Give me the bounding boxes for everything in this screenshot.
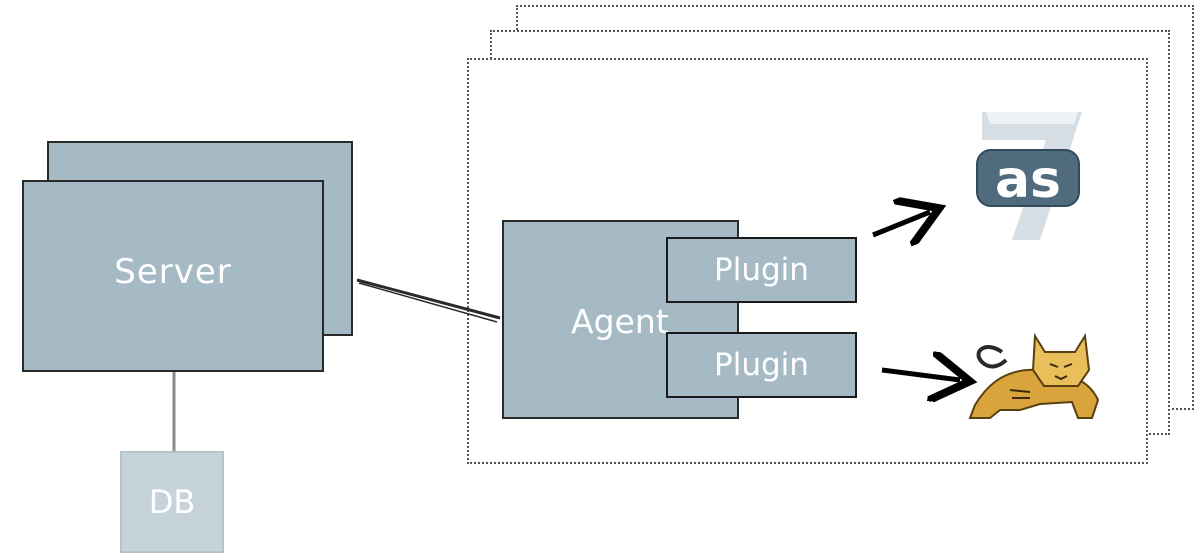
db-label: DB xyxy=(148,483,196,521)
db-box: DB xyxy=(120,451,224,553)
agent-label: Agent xyxy=(571,302,669,341)
jboss-as7-logo-icon: as xyxy=(976,112,1082,240)
plugin-2-arrow xyxy=(881,370,960,380)
server-label: Server xyxy=(114,252,232,292)
plugin-box-2: Plugin xyxy=(666,332,857,398)
plugin-1-arrow xyxy=(872,212,930,235)
tomcat-cat-icon xyxy=(968,332,1100,419)
as-logo-text: as xyxy=(995,150,1061,210)
plugin-label-1: Plugin xyxy=(714,252,809,288)
server-box: Server xyxy=(22,180,324,372)
server-agent-connector xyxy=(356,278,501,320)
plugin-label-2: Plugin xyxy=(714,347,809,383)
plugin-box-1: Plugin xyxy=(666,237,857,303)
